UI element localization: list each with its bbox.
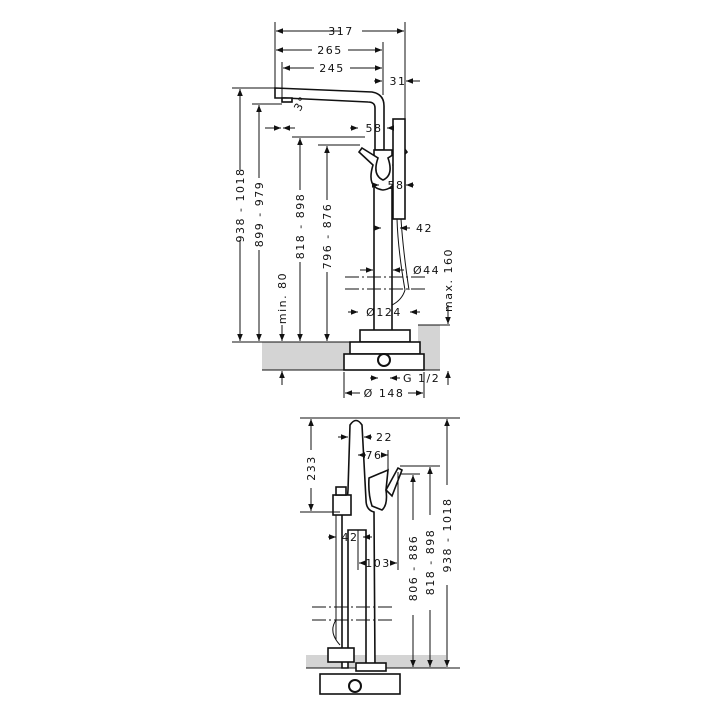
spout bbox=[274, 87, 385, 151]
aerator bbox=[281, 97, 293, 103]
dim-58-bottom: 58 bbox=[388, 179, 405, 192]
dim-31: 31 bbox=[390, 75, 407, 88]
dim-diameter-124: Ø124 bbox=[366, 306, 402, 319]
dim-245: 245 bbox=[319, 62, 345, 75]
connection-port bbox=[377, 353, 391, 367]
dim-42: 42 bbox=[342, 531, 359, 544]
handle bbox=[368, 468, 389, 511]
dim-265: 265 bbox=[317, 44, 343, 57]
hand-shower bbox=[392, 118, 406, 220]
dim-76: 76 bbox=[366, 449, 383, 462]
dim-233: 233 bbox=[305, 455, 318, 481]
dim-diameter-148: Ø 148 bbox=[364, 387, 405, 400]
dim-938-1018: 938 - 1018 bbox=[441, 498, 454, 573]
dim-899-979: 899 - 979 bbox=[253, 181, 266, 247]
dim-317: 317 bbox=[328, 25, 354, 38]
front-view: 317 265 245 31 3° 58 58 42 Ø44 Ø124 G 1/… bbox=[232, 22, 455, 400]
dim-806-886: 806 - 886 bbox=[407, 535, 420, 601]
dim-938-1018: 938 - 1018 bbox=[234, 168, 247, 243]
dim-42: 42 bbox=[416, 222, 433, 235]
side-view: 233 22 76 42 103 806 - 886 818 - 898 938… bbox=[300, 417, 460, 695]
dim-818-898: 818 - 898 bbox=[294, 193, 307, 259]
dim-min-80: min. 80 bbox=[276, 272, 289, 324]
dim-58-top: 58 bbox=[366, 122, 383, 135]
dim-818-898: 818 - 898 bbox=[424, 529, 437, 595]
dim-max-160: max. 160 bbox=[442, 248, 455, 312]
dim-22: 22 bbox=[376, 431, 393, 444]
dim-diameter-44: Ø44 bbox=[413, 264, 440, 277]
installation-box bbox=[343, 353, 425, 371]
dim-g-half: G 1/2 bbox=[403, 372, 440, 385]
dim-796-876: 796 - 876 bbox=[321, 203, 334, 269]
hose bbox=[396, 218, 406, 291]
dim-103: 103 bbox=[365, 557, 391, 570]
floor-section bbox=[262, 342, 352, 370]
connection-port bbox=[348, 679, 362, 693]
